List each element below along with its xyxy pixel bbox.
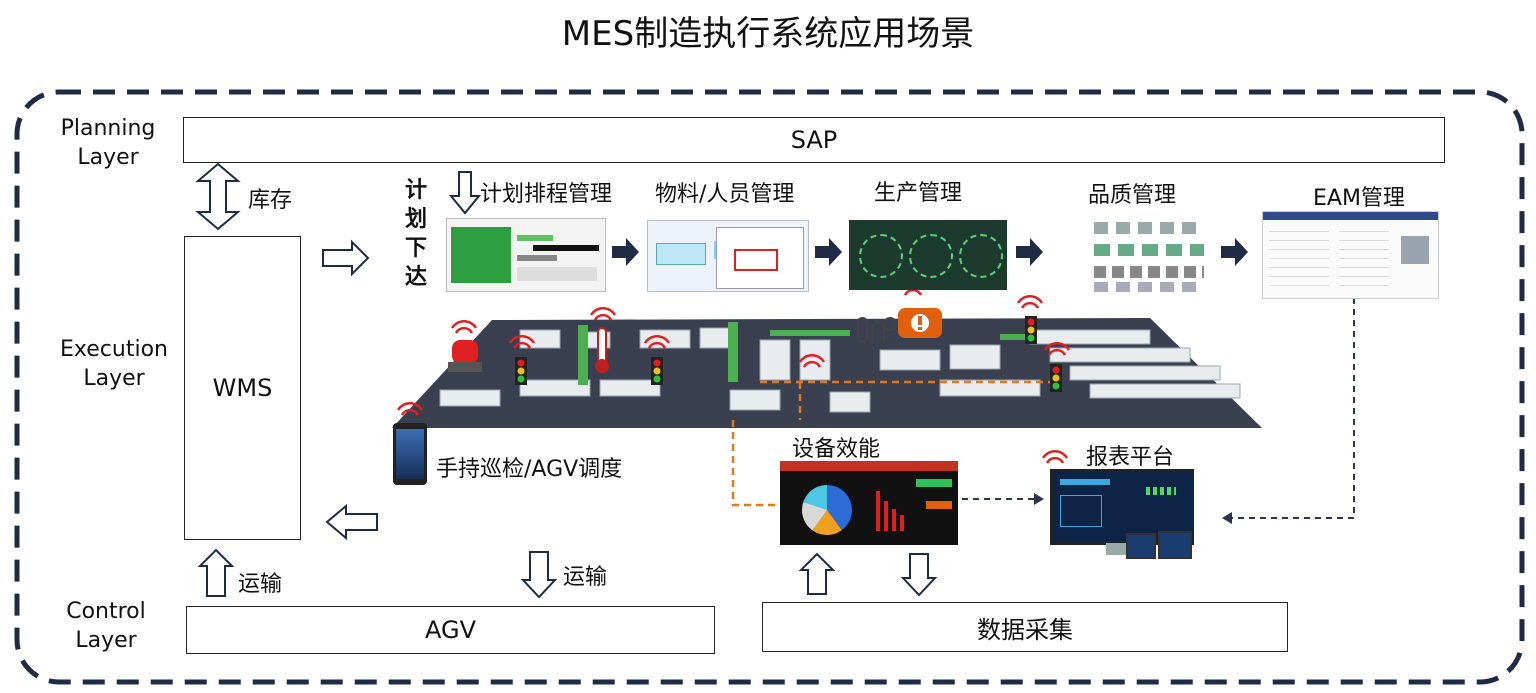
quality-screenshot	[1050, 214, 1216, 294]
eam-screenshot	[1262, 211, 1439, 299]
production-screenshot	[849, 220, 1007, 290]
execution-layer-line-1: Execution	[60, 337, 168, 362]
execution-layer-label: Execution Layer	[52, 335, 176, 393]
control-layer-label: Control Layer	[48, 597, 164, 655]
wms-box: WMS	[184, 236, 301, 540]
page-title: MES制造执行系统应用场景	[561, 14, 975, 54]
arrow-down-transport	[520, 551, 558, 599]
flow-arrows	[612, 238, 1248, 266]
inventory-label: 库存	[248, 188, 293, 213]
plan-release-char-4: 达	[404, 265, 427, 290]
equipment-efficiency-label: 设备效能	[792, 437, 881, 462]
conveyor-lines	[578, 322, 1030, 385]
plan-release-char-3: 下	[404, 236, 427, 261]
quality-label: 品质管理	[1088, 183, 1177, 208]
plan-release-char-2: 划	[404, 207, 427, 232]
execution-layer-line-2: Layer	[83, 366, 145, 391]
plan-release-label: 计 划 下 达	[404, 176, 428, 292]
arrow-down-data	[900, 553, 938, 597]
arrow-up-transport	[197, 548, 235, 597]
gas-cylinder-icon	[857, 317, 897, 343]
thermometer-icon	[595, 327, 609, 373]
control-layer-line-1: Control	[66, 599, 146, 624]
outer-dashed-frame	[14, 89, 1525, 685]
arrow-into-wms	[325, 503, 378, 541]
transport-left-label: 运输	[238, 572, 283, 597]
arrow-up-data	[798, 552, 836, 595]
traffic-light-icons	[515, 316, 1062, 392]
alarm-beacon-icon	[448, 340, 482, 372]
planning-layer-line-2: Layer	[77, 145, 139, 170]
data-collection-box: 数据采集	[762, 602, 1288, 652]
agv-box: AGV	[186, 606, 715, 654]
plan-release-char-1: 计	[404, 178, 427, 203]
planning-layer-line-1: Planning	[60, 116, 156, 141]
production-label: 生产管理	[874, 181, 963, 206]
report-platform-screenshot	[1046, 465, 1194, 561]
eam-label: EAM管理	[1313, 186, 1405, 211]
warning-badge-icon	[898, 308, 942, 338]
equipment-efficiency-screenshot	[780, 461, 958, 545]
handheld-phone-icon	[393, 423, 427, 485]
report-platform-label: 报表平台	[1086, 445, 1175, 470]
double-arrow-inventory	[195, 162, 241, 231]
sap-box: SAP	[183, 117, 1445, 163]
handheld-agv-label: 手持巡检/AGV调度	[436, 457, 623, 482]
wifi-signal-icons	[396, 281, 1071, 464]
orange-path-factory	[760, 380, 1050, 420]
material-personnel-label: 物料/人员管理	[655, 182, 795, 207]
arrow-down-scheduling	[448, 171, 482, 215]
scheduling-label: 计划排程管理	[480, 182, 613, 207]
orange-path-to-efficiency	[731, 420, 780, 507]
control-layer-line-2: Layer	[75, 628, 137, 653]
dashed-arrow-eam-to-report	[1232, 298, 1355, 519]
arrow-wms-to-plan	[322, 239, 370, 277]
planning-layer-label: Planning Layer	[48, 114, 168, 172]
scheduling-screenshot	[446, 218, 606, 292]
transport-mid-label: 运输	[563, 565, 608, 590]
material-screenshot	[647, 220, 809, 292]
